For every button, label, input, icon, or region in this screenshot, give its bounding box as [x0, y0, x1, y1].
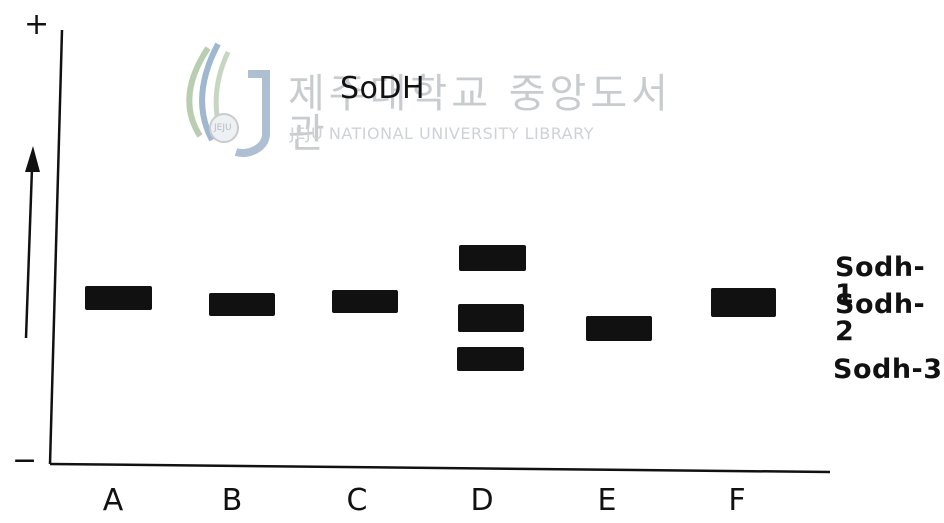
band-F-sodh-2	[711, 288, 776, 317]
library-logo-icon	[186, 42, 270, 157]
band-D-sodh-3	[457, 347, 524, 371]
band-E-sodh-2	[586, 316, 652, 341]
lane-label-D: D	[470, 483, 494, 518]
lane-label-A: A	[102, 483, 124, 518]
figure-title: SoDH	[340, 71, 426, 106]
lane-label-B: B	[221, 483, 243, 518]
migration-arrow-head	[25, 146, 40, 172]
band-D-sodh-1	[459, 245, 526, 271]
watermark-seal-text: JEJU	[214, 123, 232, 133]
watermark-english-text: JEJU NATIONAL UNIVERSITY LIBRARY	[290, 124, 594, 143]
anode-plus-label: +	[24, 7, 50, 42]
band-C-sodh-2	[332, 290, 398, 313]
lane-label-F: F	[728, 483, 746, 518]
band-B-sodh-2	[209, 293, 275, 316]
locus-label-sodh-1: Sodh-1	[835, 252, 926, 310]
watermark-korean-text: 제주대학교 중앙도서관	[288, 71, 672, 157]
x-axis-line	[49, 462, 831, 474]
band-D-sodh-2	[458, 304, 524, 332]
lane-label-C: C	[346, 483, 368, 518]
locus-label-sodh-2: Sodh-2	[835, 289, 926, 347]
y-axis-line	[48, 29, 64, 465]
lane-label-E: E	[597, 483, 617, 518]
locus-label-sodh-3: Sodh-3	[833, 354, 943, 385]
band-A-sodh-2	[85, 286, 152, 310]
library-watermark: JEJU 제주대학교 중앙도서관 JEJU NATIONAL UNIVERSIT…	[178, 38, 688, 158]
migration-arrow-shaft	[24, 167, 34, 339]
cathode-minus-label: −	[12, 443, 38, 478]
